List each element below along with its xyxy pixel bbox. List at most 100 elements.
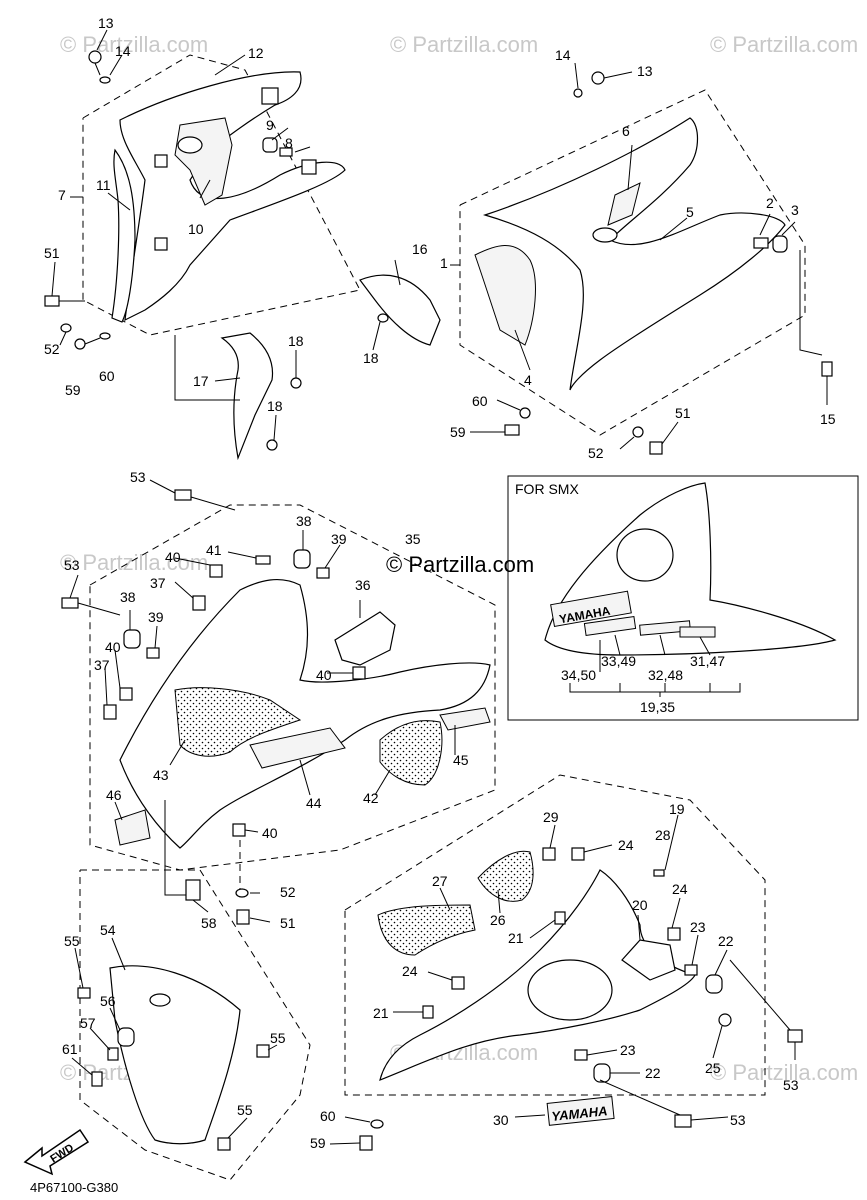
brand-watermark: © Partzilla.com [386, 552, 534, 577]
callout-38: 38 [296, 513, 312, 529]
callout-51: 51 [280, 915, 296, 931]
fwd-arrow-icon: FWD [23, 1128, 90, 1176]
screw-59c [359, 1135, 373, 1151]
smx-decal-33 [583, 616, 637, 636]
callout-32-48: 32,48 [648, 667, 683, 683]
callout-53: 53 [64, 557, 80, 573]
callout-18: 18 [363, 350, 379, 366]
callout-61: 61 [62, 1041, 78, 1057]
grommet-38b [123, 629, 141, 649]
callout-3: 3 [791, 202, 799, 218]
piece-28 [653, 869, 665, 877]
bolt-53a [174, 489, 192, 501]
callout-55: 55 [237, 1102, 253, 1118]
nut-55c [217, 1137, 231, 1151]
clip-12 [261, 87, 279, 105]
callout-39: 39 [331, 531, 347, 547]
grommet-a [154, 154, 168, 168]
nut-37a [192, 595, 206, 611]
callout-22: 22 [718, 933, 734, 949]
callout-2: 2 [766, 195, 774, 211]
callout-22: 22 [645, 1065, 661, 1081]
callout-15: 15 [820, 411, 836, 427]
yamaha-decal-text: YAMAHA [551, 1103, 608, 1124]
bolt-53b [61, 597, 79, 609]
insulator-42 [379, 720, 443, 786]
grommet-3 [772, 235, 788, 253]
callout-26: 26 [490, 912, 506, 928]
callout-19-35: 19,35 [640, 699, 675, 715]
callout-4: 4 [524, 372, 532, 388]
inner-duct-4 [474, 245, 536, 346]
left-inner-panel-group [44, 29, 361, 350]
callout-59: 59 [310, 1135, 326, 1151]
callout-55: 55 [64, 933, 80, 949]
watermark: © Partzilla.com [60, 550, 208, 575]
insulator-43 [174, 687, 302, 757]
damper-45 [439, 707, 491, 731]
nut-24c [451, 976, 465, 990]
bracket-17-group [174, 332, 302, 461]
callout-8: 8 [285, 135, 293, 151]
callout-60: 60 [320, 1108, 336, 1124]
nut-40d [232, 823, 246, 837]
callout-9: 9 [266, 117, 274, 133]
callout-27: 27 [432, 873, 448, 889]
under-cowl-group: YAMAHA [329, 774, 803, 1151]
callout-40: 40 [105, 639, 121, 655]
collar-29 [542, 847, 556, 861]
callout-37: 37 [150, 575, 166, 591]
watermark: © Partzilla.com [390, 32, 538, 57]
callout-37: 37 [94, 657, 110, 673]
smx-decal-yamaha [550, 590, 632, 628]
callout-54: 54 [100, 922, 116, 938]
callout-14: 14 [555, 47, 571, 63]
callout-53: 53 [130, 469, 146, 485]
callout-18: 18 [267, 398, 283, 414]
callout-6: 6 [622, 123, 630, 139]
callout-51: 51 [675, 405, 691, 421]
collar-23a [684, 964, 698, 976]
washer-14b [573, 88, 583, 98]
washer-52b [632, 426, 644, 438]
bracket-17 [220, 332, 274, 461]
rivet-18c [377, 313, 389, 323]
clip-21a [554, 911, 566, 925]
decal-30 [546, 1096, 615, 1126]
grommet-22b [593, 1063, 611, 1083]
callout-18: 18 [288, 333, 304, 349]
callout-24: 24 [402, 963, 418, 979]
bolt-53c [787, 1029, 803, 1043]
grommet-38a [293, 549, 311, 569]
smx-decal-31 [679, 626, 716, 638]
lower-bracket-54 [109, 965, 241, 1145]
collar-57 [107, 1047, 119, 1061]
bracket-20 [621, 939, 676, 981]
nut-40c [352, 666, 366, 680]
grommet-56 [117, 1027, 135, 1047]
callout-28: 28 [655, 827, 671, 843]
callout-16: 16 [412, 241, 428, 257]
callout-36: 36 [355, 577, 371, 593]
screw-13b [591, 71, 605, 85]
callout-46: 46 [106, 787, 122, 803]
nut-37b [103, 704, 117, 720]
nut-55a [77, 987, 91, 999]
callout-14: 14 [115, 43, 131, 59]
diagram-id: 4P67100-G380 [30, 1180, 118, 1195]
bolt-51c [236, 909, 250, 925]
screw-13 [88, 50, 102, 64]
collar-39a [316, 567, 330, 579]
screw-59 [74, 338, 86, 350]
smx-duct [616, 528, 674, 582]
grommet-b [154, 237, 168, 251]
inner-cowl [119, 579, 491, 849]
callout-45: 45 [453, 752, 469, 768]
callout-5: 5 [686, 204, 694, 220]
watermark: © Partzilla.com [60, 32, 208, 57]
callout-13: 13 [637, 63, 653, 79]
insulator-27 [377, 904, 476, 956]
collar-39b [146, 647, 160, 659]
